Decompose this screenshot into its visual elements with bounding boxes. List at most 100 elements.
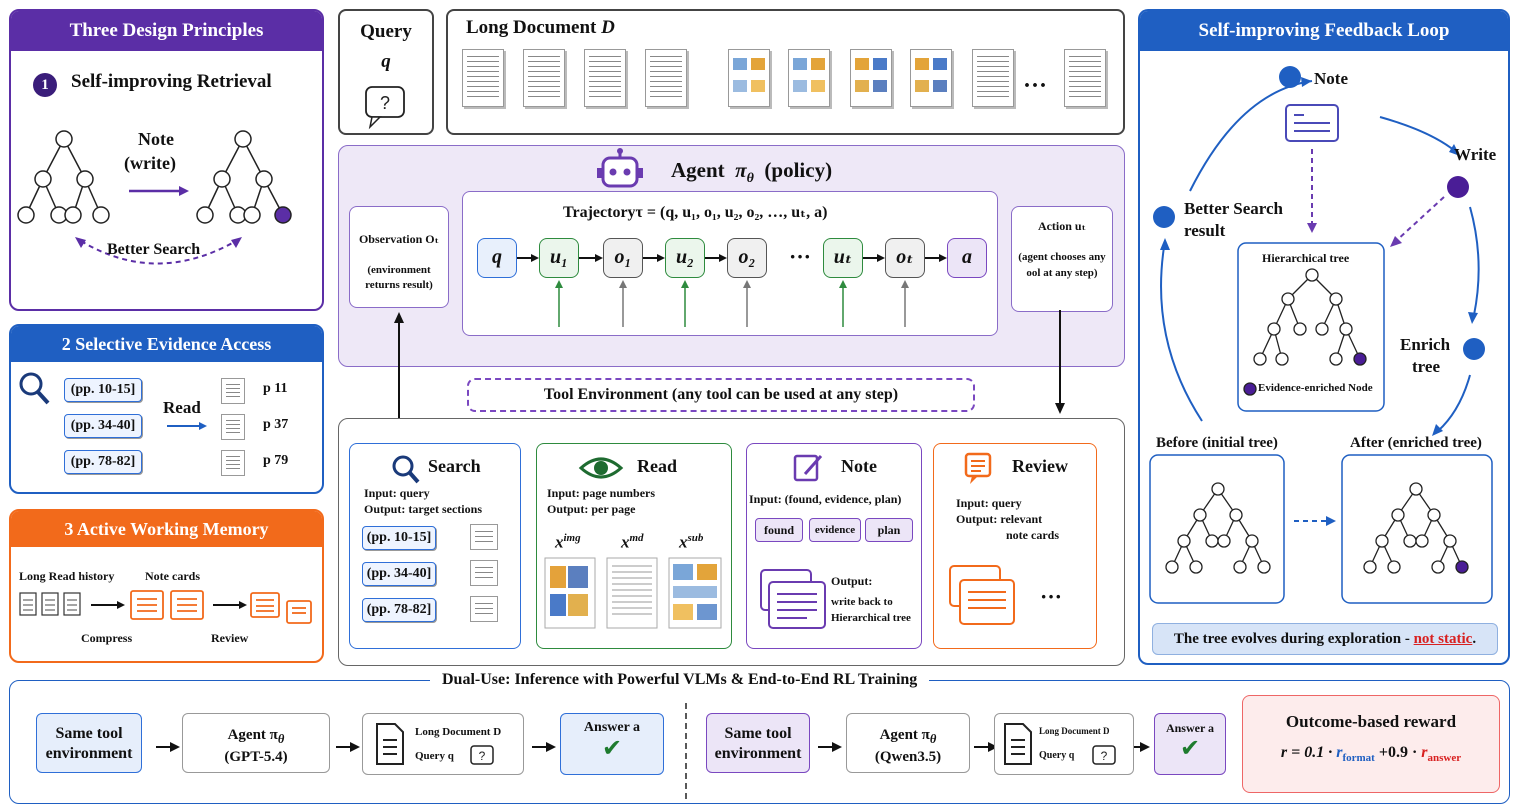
loop-tree-label: tree [1412, 357, 1440, 376]
read-tool-card: Read Input: page numbers Output: per pag… [536, 443, 732, 649]
long-read-history-label: Long Read history [19, 569, 115, 583]
robot-icon [597, 148, 643, 188]
feedback-header: Self-improving Feedback Loop [1140, 11, 1508, 51]
page-label-3: p 79 [263, 453, 289, 468]
same-tool-env-b: Same tool environment [706, 713, 810, 773]
x-img-label: ximg [555, 532, 581, 552]
trajectory-node: oₜ [885, 238, 925, 278]
document-page-thumbnail [728, 49, 770, 107]
principle-2-header: 2 Selective Evidence Access [11, 326, 322, 362]
principle-1-number: 1 [33, 73, 57, 97]
reviewed-cards-icon [250, 592, 312, 624]
check-icon-b: ✔ [1179, 734, 1201, 762]
note-title: Note [841, 456, 877, 476]
history-docs-icon [19, 592, 81, 616]
principle-1-panel: Three Design Principles 1 Self-improving… [9, 9, 324, 311]
document-page-thumbnail [1064, 49, 1106, 107]
loop-better-search-label: Better Search [1184, 199, 1283, 218]
doc-query-box-a: ? Long Document D Query q [362, 713, 524, 775]
better-search-label: Better Search [107, 241, 201, 258]
trajectory-box: Trajectoryτ = (q, u₁, o₁, u₂, o₂, …, uₜ,… [462, 191, 998, 336]
document-ellipsis: ··· [1023, 73, 1048, 99]
same-tool-env-a: Same tool environment [36, 713, 142, 773]
trajectory-node: o₂ [727, 238, 767, 278]
x-sub-label: xsub [679, 532, 704, 552]
agent-title: Agent πθ (policy) [671, 158, 833, 187]
trajectory-node: q [477, 238, 517, 278]
pencil-note-icon [793, 454, 823, 482]
check-icon-a: ✔ [601, 734, 623, 762]
document-icon: ? [376, 723, 494, 765]
principle-3-header: 3 Active Working Memory [11, 511, 322, 547]
dual-use-panel: Dual-Use: Inference with Powerful VLMs &… [9, 671, 1510, 804]
note-input: Input: (found, evidence, plan) [749, 492, 902, 506]
search-range-2: (pp. 34-40] [362, 562, 436, 586]
document-page-thumbnail [788, 49, 830, 107]
range-chip-1: (pp. 10-15] [64, 378, 142, 402]
review-output: Output: relevant [956, 512, 1043, 526]
search-page-1 [470, 524, 498, 550]
search-icon [392, 455, 420, 484]
review-ellipsis: ··· [1040, 584, 1063, 609]
long-document-box: Long Document D ··· [446, 9, 1125, 135]
loop-enrich-label: Enrich [1400, 335, 1451, 354]
answer-label-a: Answer a [583, 720, 641, 735]
document-page-thumbnail [910, 49, 952, 107]
search-range-1: (pp. 10-15] [362, 526, 436, 550]
compress-label: Compress [81, 631, 133, 645]
action-box: Action uₜ (agent chooses any ool at any … [1011, 206, 1113, 312]
trajectory-ellipsis: ··· [789, 244, 812, 269]
page-icon-3 [221, 450, 245, 476]
before-label: Before (initial tree) [1156, 435, 1278, 451]
trajectory-node: a [947, 238, 987, 278]
note-write-label: Note [138, 129, 174, 149]
read-label: Read [163, 398, 201, 417]
search-page-3 [470, 596, 498, 622]
query-box: Query q ? [338, 9, 434, 135]
reward-box: Outcome-based reward r = 0.1 · rformat +… [1242, 695, 1500, 793]
tag-found: found [755, 518, 803, 542]
after-label: After (enriched tree) [1350, 435, 1482, 451]
svg-text:?: ? [479, 749, 486, 763]
document-page-thumbnail [523, 49, 565, 107]
doc-query-box-b: ? Long Document D Query q [994, 713, 1134, 775]
agent-box-a: Agent πθ (GPT-5.4) [182, 713, 330, 773]
trajectory-node: uₜ [823, 238, 863, 278]
principle-1-trees [17, 130, 292, 265]
write-back-icon [760, 569, 826, 629]
dual-use-arrows [156, 703, 1150, 799]
search-range-3: (pp. 78-82] [362, 598, 436, 622]
principle-1-title: Self-improving Retrieval [71, 71, 272, 92]
agent-label-a: Agent πθ [227, 727, 285, 746]
query-label: Query [360, 21, 412, 42]
page-label-1: p 11 [263, 381, 288, 396]
svg-text:?: ? [380, 93, 390, 113]
observation-title: Observation Oₜ [358, 232, 440, 246]
document-page-thumbnail [972, 49, 1014, 107]
review-label: Review [211, 631, 249, 645]
review-title: Review [1012, 456, 1068, 476]
question-bubble-icon: ? [365, 86, 405, 130]
reward-title: Outcome-based reward [1285, 712, 1457, 731]
read-title: Read [637, 456, 677, 476]
search-tool-card: Search Input: query Output: target secti… [349, 443, 521, 649]
trajectory-node: u₂ [665, 238, 705, 278]
long-doc-label-a: Long Document D [415, 726, 502, 738]
document-page-thumbnail [584, 49, 626, 107]
document-icon-b: ? [1004, 723, 1116, 765]
x-md-label: xmd [621, 532, 644, 552]
observation-desc: (environment returns result) [365, 264, 433, 291]
range-chip-2: (pp. 34-40] [64, 414, 142, 438]
principles-header: Three Design Principles [11, 11, 322, 51]
review-input: Input: query [956, 496, 1022, 510]
review-output-2: note cards [1006, 528, 1059, 542]
action-desc: (agent chooses any ool at any step) [1018, 251, 1106, 279]
eye-icon [578, 457, 624, 479]
write-label: (write) [124, 153, 176, 173]
tree-evolves-caption: The tree evolves during exploration - no… [1152, 623, 1498, 655]
dual-use-title: Dual-Use: Inference with Powerful VLMs &… [430, 671, 930, 689]
answer-label-b: Answer a [1165, 721, 1215, 735]
note-output-desc-2: Hierarchical tree [831, 612, 911, 624]
note-cards-label: Note cards [145, 569, 200, 583]
document-page-thumbnail [645, 49, 687, 107]
